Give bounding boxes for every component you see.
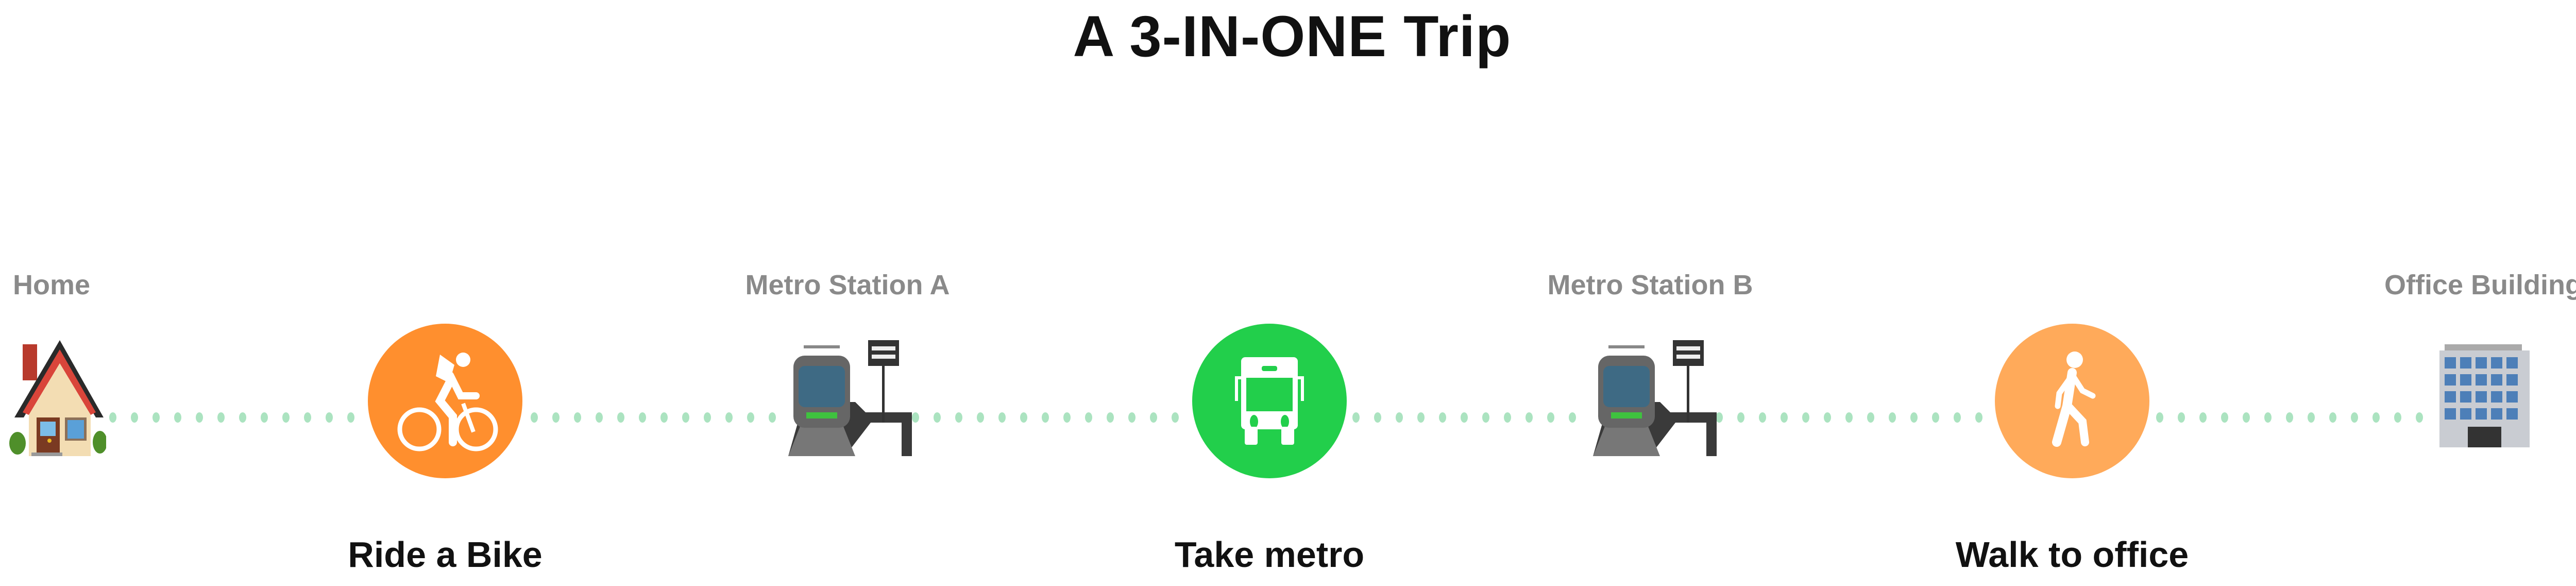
- connector-dot: [2243, 412, 2250, 423]
- connector-metro-b-walk: [1716, 412, 1989, 423]
- connector-dot: [1020, 412, 1027, 423]
- connector-home-bike: [109, 412, 367, 423]
- connector-dot: [1128, 412, 1136, 423]
- step-bike-circle: [368, 324, 522, 478]
- connector-dot: [934, 412, 941, 423]
- page-title: A 3-IN-ONE Trip: [1073, 4, 1512, 69]
- connector-dot: [2329, 412, 2336, 423]
- walking-icon: [2052, 351, 2096, 447]
- connector-dot: [682, 412, 689, 423]
- connector-dot: [1954, 412, 1961, 423]
- connector-dot: [326, 412, 333, 423]
- connector-dot: [1867, 412, 1874, 423]
- connector-dot: [152, 412, 160, 423]
- connector-dot: [1107, 412, 1114, 423]
- place-label-office: Office Building: [2384, 270, 2576, 300]
- connector-dot: [1910, 412, 1918, 423]
- bicycle-icon: [397, 353, 498, 451]
- connector-dot: [174, 412, 181, 423]
- connector-dot: [2199, 412, 2207, 423]
- connector-dot: [998, 412, 1006, 423]
- connector-dot: [1085, 412, 1092, 423]
- connector-walk-office: [2156, 412, 2434, 423]
- connector-dot: [912, 412, 919, 423]
- step-metro-circle: [1192, 324, 1347, 478]
- connector-dot: [1504, 412, 1511, 423]
- connector-dot: [109, 412, 116, 423]
- connector-dot: [769, 412, 776, 423]
- connector-dot: [747, 412, 754, 423]
- step-label-bike: Ride a Bike: [348, 534, 543, 575]
- connector-dot: [1439, 412, 1446, 423]
- connector-dot: [1063, 412, 1071, 423]
- connector-dot: [1845, 412, 1853, 423]
- step-label-walk: Walk to office: [1955, 534, 2189, 575]
- connector-dot: [2221, 412, 2228, 423]
- connector-dot: [1461, 412, 1468, 423]
- connector-metro-a-bus: [912, 412, 1190, 423]
- connector-dot: [239, 412, 246, 423]
- connector-dot: [2351, 412, 2358, 423]
- train-station-icon: [788, 340, 912, 456]
- connector-dot: [725, 412, 733, 423]
- connector-dot: [1737, 412, 1744, 423]
- connector-dot: [617, 412, 624, 423]
- connector-dot: [1417, 412, 1425, 423]
- bus-icon: [1235, 357, 1304, 445]
- house-icon: [9, 340, 106, 456]
- connector-dot: [2178, 412, 2185, 423]
- connector-dot: [2156, 412, 2163, 423]
- connector-dot: [1932, 412, 1939, 423]
- connector-dot: [660, 412, 668, 423]
- connector-dot: [2286, 412, 2293, 423]
- connector-dot: [261, 412, 268, 423]
- connector-bike-metro-a: [531, 412, 783, 423]
- step-label-metro: Take metro: [1174, 534, 1365, 575]
- connector-dot: [347, 412, 354, 423]
- connector-dot: [977, 412, 984, 423]
- connector-dot: [639, 412, 646, 423]
- connector-dot: [2416, 412, 2423, 423]
- step-walk-circle: [1995, 324, 2149, 478]
- place-label-metro-a: Metro Station A: [745, 270, 950, 300]
- connector-dot: [2264, 412, 2272, 423]
- connector-dot: [1396, 412, 1403, 423]
- connector-dot: [552, 412, 560, 423]
- connector-dot: [2372, 412, 2380, 423]
- connector-dot: [1482, 412, 1489, 423]
- connector-dot: [1716, 412, 1723, 423]
- connector-dot: [596, 412, 603, 423]
- connector-dot: [1802, 412, 1809, 423]
- connector-dot: [955, 412, 962, 423]
- connector-dot: [1526, 412, 1533, 423]
- connector-dot: [1042, 412, 1049, 423]
- connector-dot: [1547, 412, 1554, 423]
- connector-dot: [2394, 412, 2401, 423]
- connector-dot: [531, 412, 538, 423]
- place-label-metro-b: Metro Station B: [1547, 270, 1753, 300]
- connector-dot: [196, 412, 203, 423]
- connector-dot: [1824, 412, 1831, 423]
- connector-bus-metro-b: [1352, 412, 1587, 423]
- connector-dot: [1374, 412, 1381, 423]
- place-label-home: Home: [12, 270, 91, 300]
- connector-dot: [1569, 412, 1576, 423]
- connector-dot: [2308, 412, 2315, 423]
- connector-dot: [282, 412, 290, 423]
- connector-dot: [1975, 412, 1982, 423]
- connector-dot: [217, 412, 225, 423]
- connector-dot: [1889, 412, 1896, 423]
- connector-dot: [304, 412, 311, 423]
- connector-dot: [1759, 412, 1766, 423]
- connector-dot: [131, 412, 138, 423]
- connector-dot: [1172, 412, 1179, 423]
- connector-dot: [1781, 412, 1788, 423]
- connector-dot: [704, 412, 711, 423]
- connector-dot: [1352, 412, 1360, 423]
- connector-dot: [1150, 412, 1157, 423]
- connector-dot: [574, 412, 581, 423]
- train-station-icon: [1593, 340, 1717, 456]
- office-building-icon: [2439, 344, 2530, 447]
